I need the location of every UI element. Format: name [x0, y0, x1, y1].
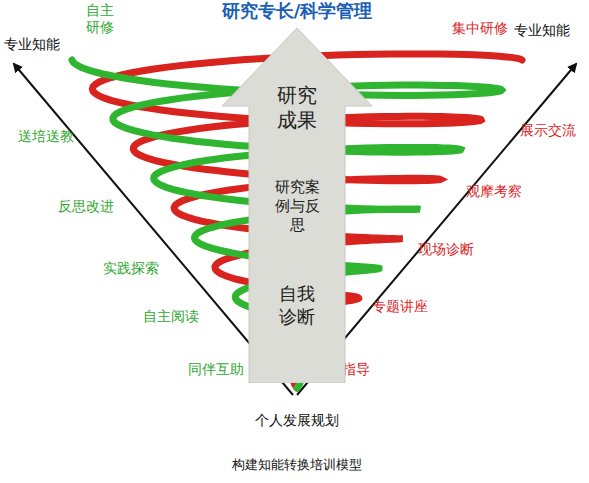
green-step-label: 反思改进	[58, 198, 114, 215]
diagram-caption: 构建知能转换培训模型	[232, 457, 362, 473]
arrow-text: 研究案例与反思	[273, 178, 321, 234]
green-step-label: 实践探索	[103, 260, 159, 277]
growth-arrow: 研究成果研究案例与反思自我诊断	[222, 28, 372, 383]
arrow-text: 研究成果	[275, 83, 319, 133]
red-step-label: 展示交流	[520, 122, 576, 139]
red-step-label: 现场诊断	[418, 241, 474, 258]
diagram-title: 研究专长/科学管理	[222, 0, 373, 22]
arrow-outline	[222, 28, 372, 383]
axis-label: 专业知能	[514, 22, 570, 39]
base-label: 个人发展规划	[255, 412, 339, 429]
green-step-label: 送培送教	[18, 128, 74, 145]
red-step-label: 观摩考察	[466, 183, 522, 200]
axis-label: 专业知能	[4, 36, 60, 53]
central-study-label: 集中研修	[452, 20, 508, 37]
self-study-label: 自主研修	[86, 2, 115, 36]
green-step-label: 自主阅读	[143, 308, 199, 325]
green-step-label: 同伴互助	[188, 361, 244, 378]
arrow-text: 自我诊断	[277, 283, 317, 328]
red-step-label: 专题讲座	[372, 298, 428, 315]
